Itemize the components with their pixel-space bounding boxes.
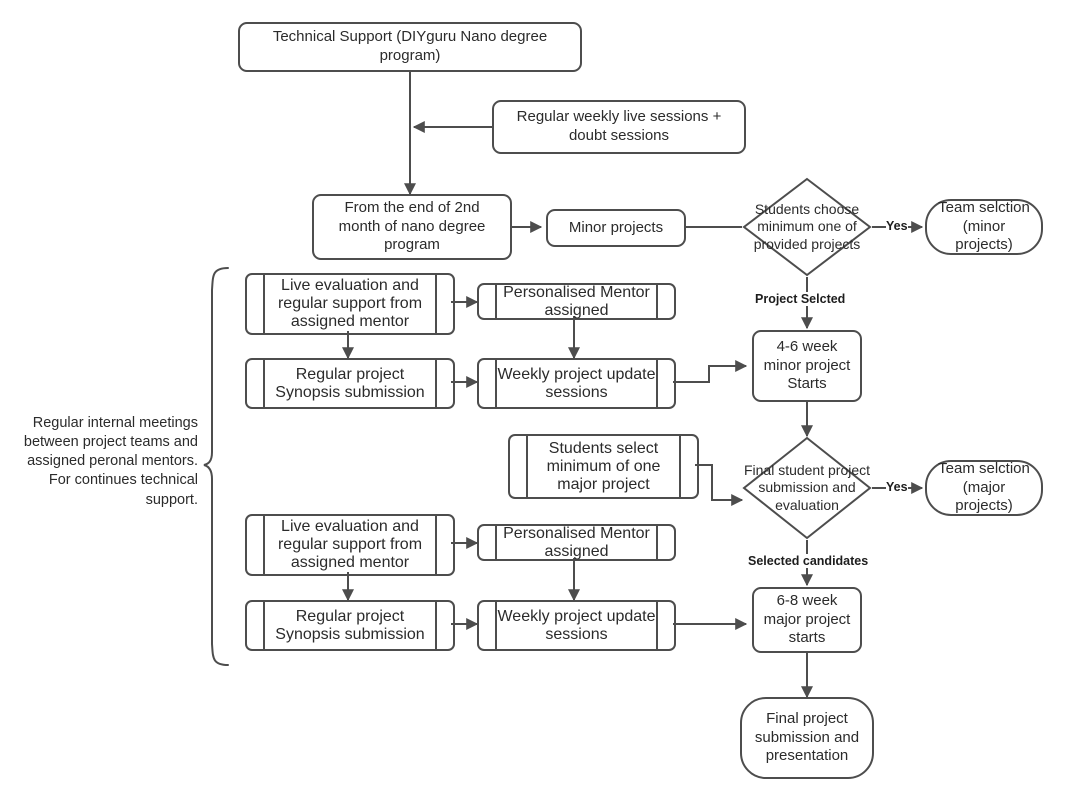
node-final-submission[interactable]: Final project submission and presentatio… xyxy=(740,697,874,779)
grouping-brace xyxy=(203,267,229,666)
node-technical-support-label: Technical Support (DIYguru Nano degree p… xyxy=(272,28,548,64)
predef-bar-left xyxy=(526,436,528,497)
predef-bar-right xyxy=(435,275,437,333)
predef-bar-right xyxy=(656,360,658,407)
predef-bar-right xyxy=(656,602,658,649)
predef-bar-left xyxy=(495,526,497,559)
predef-bar-right xyxy=(435,360,437,407)
predef-bar-right xyxy=(656,285,658,318)
node-minor-projects[interactable]: Minor projects xyxy=(546,209,686,247)
node-minor-project-starts-label: 4-6 week minor project Starts xyxy=(763,337,851,393)
node-mentor-assigned-minor-label: Personalised Mentor assigned xyxy=(503,283,650,319)
predef-bar-left xyxy=(495,602,497,649)
predef-bar-right xyxy=(656,526,658,559)
node-weekly-update-major[interactable]: Weekly project update sessions xyxy=(477,600,676,651)
node-synopsis-minor[interactable]: Regular project Synopsis submission xyxy=(245,358,455,409)
predef-bar-right xyxy=(435,516,437,574)
predef-bar-left xyxy=(495,285,497,318)
edge-label-project-selected: Project Selcted xyxy=(755,292,846,306)
node-weekly-sessions-label: Regular weekly live sessions + doubt ses… xyxy=(516,108,722,144)
predef-bar-left xyxy=(263,275,265,333)
node-weekly-sessions[interactable]: Regular weekly live sessions + doubt ses… xyxy=(492,100,746,154)
edge-label-yes-major: Yes xyxy=(886,480,908,494)
node-team-selection-minor-label: Team selction (minor projects) xyxy=(938,198,1030,254)
node-weekly-update-major-label: Weekly project update sessions xyxy=(497,607,656,643)
node-final-evaluation-label: Final student project submission and eva… xyxy=(743,462,871,513)
node-synopsis-major-label: Regular project Synopsis submission xyxy=(275,607,425,643)
node-students-select-major-label: Students select minimum of one major pro… xyxy=(546,439,661,493)
node-students-choose-label: Students choose minimum one of provided … xyxy=(753,201,861,252)
node-team-selection-major[interactable]: Team selction (major projects) xyxy=(925,460,1043,516)
node-synopsis-minor-label: Regular project Synopsis submission xyxy=(275,365,425,401)
node-minor-project-starts[interactable]: 4-6 week minor project Starts xyxy=(752,330,862,402)
edge-label-yes-minor: Yes xyxy=(886,219,908,233)
node-final-submission-label: Final project submission and presentatio… xyxy=(754,709,860,765)
node-live-eval-minor-label: Live evaluation and regular support from… xyxy=(277,277,423,330)
predef-bar-left xyxy=(495,360,497,407)
node-team-selection-major-label: Team selction (major projects) xyxy=(938,459,1030,515)
node-live-eval-major[interactable]: Live evaluation and regular support from… xyxy=(245,514,455,576)
predef-bar-right xyxy=(435,602,437,649)
node-live-eval-minor[interactable]: Live evaluation and regular support from… xyxy=(245,273,455,335)
node-synopsis-major[interactable]: Regular project Synopsis submission xyxy=(245,600,455,651)
node-weekly-update-minor-label: Weekly project update sessions xyxy=(497,365,656,401)
node-mentor-assigned-major[interactable]: Personalised Mentor assigned xyxy=(477,524,676,561)
node-live-eval-major-label: Live evaluation and regular support from… xyxy=(277,518,423,571)
brace-annotation-note: Regular internal meetings between projec… xyxy=(23,415,198,508)
predef-bar-right xyxy=(679,436,681,497)
node-technical-support[interactable]: Technical Support (DIYguru Nano degree p… xyxy=(238,22,582,72)
node-from-end-2nd-month[interactable]: From the end of 2nd month of nano degree… xyxy=(312,194,512,260)
node-mentor-assigned-major-label: Personalised Mentor assigned xyxy=(503,524,650,560)
predef-bar-left xyxy=(263,516,265,574)
predef-bar-left xyxy=(263,602,265,649)
node-team-selection-minor[interactable]: Team selction (minor projects) xyxy=(925,199,1043,255)
node-major-project-starts[interactable]: 6-8 week major project starts xyxy=(752,587,862,653)
node-from-end-2nd-month-label: From the end of 2nd month of nano degree… xyxy=(338,198,486,254)
node-students-choose-decision[interactable]: Students choose minimum one of provided … xyxy=(742,177,872,277)
edge-label-selected-candidates: Selected candidates xyxy=(748,554,869,568)
node-final-evaluation-decision[interactable]: Final student project submission and eva… xyxy=(742,436,872,540)
node-students-select-major[interactable]: Students select minimum of one major pro… xyxy=(508,434,699,499)
node-minor-projects-label: Minor projects xyxy=(568,218,664,236)
edge-weekly-to-minor-start xyxy=(673,360,748,383)
predef-bar-left xyxy=(263,360,265,407)
node-major-project-starts-label: 6-8 week major project starts xyxy=(763,591,851,647)
node-mentor-assigned-minor[interactable]: Personalised Mentor assigned xyxy=(477,283,676,320)
node-weekly-update-minor[interactable]: Weekly project update sessions xyxy=(477,358,676,409)
edge-select-major-to-final xyxy=(695,464,744,506)
